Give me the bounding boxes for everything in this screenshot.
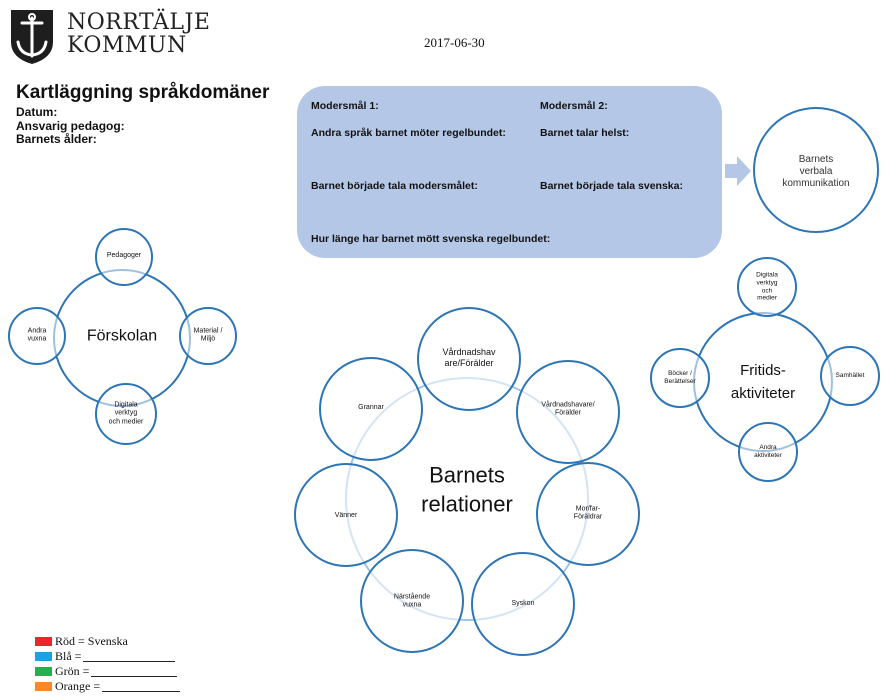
label-borjade-modersmal: Barnet började tala modersmålet: <box>311 180 478 192</box>
logo-line-1: NORRTÄLJE <box>67 10 211 35</box>
label-modersmal-2: Modersmål 2: <box>540 100 608 112</box>
legend-swatch-red <box>35 637 52 646</box>
relation-circle-7 <box>319 357 423 461</box>
legend-label-orange: Orange = <box>55 679 101 693</box>
legend-label-green: Grön = <box>55 664 90 678</box>
fritid-top-label: Digitala verktyg och medier <box>756 271 778 302</box>
logo-line-2: KOMMUN <box>67 33 187 58</box>
relation-label-3: Mor/far- Föräldrar <box>573 505 603 521</box>
form-fields: Datum: Ansvarig pedagog: Barnets ålder: <box>16 105 125 147</box>
relation-circle-4 <box>471 552 575 656</box>
legend-row-orange: Orange = <box>35 679 181 694</box>
color-legend: Röd = Svenska Blå = Grön = Orange = <box>35 634 181 694</box>
legend-swatch-orange <box>35 682 52 691</box>
verbal-communication-circle <box>753 107 879 233</box>
relation-circle-2 <box>516 360 620 464</box>
forskolan-right-circle <box>179 307 237 365</box>
legend-row-blue: Blå = <box>35 649 180 664</box>
relation-circle-6 <box>294 463 398 567</box>
field-datum: Datum: <box>16 105 58 119</box>
document-date: 2017-06-30 <box>424 35 485 50</box>
relation-label-2: Vårdnadshavare/ Förälder <box>541 401 595 417</box>
forskolan-bottom-circle <box>95 383 157 445</box>
field-ansvarig-pedagog: Ansvarig pedagog: <box>16 118 125 133</box>
relation-label-7: Grannar <box>358 403 384 411</box>
fritid-right-label: Samhället <box>835 372 865 380</box>
legend-row-green: Grön = <box>35 664 180 679</box>
fritid-left-circle <box>650 348 710 408</box>
label-hur-lange: Hur länge har barnet mött svenska regelb… <box>311 233 551 245</box>
forskolan-top-label: Pedagoger <box>106 251 142 259</box>
forskolan-top-circle <box>95 228 153 286</box>
legend-row-red: Röd = Svenska <box>35 634 180 649</box>
page-title: Kartläggning språkdomäner <box>16 82 270 103</box>
forskolan-right-label: Material / Miljö <box>193 327 223 343</box>
legend-label-red: Röd = Svenska <box>55 634 128 648</box>
relation-label-1: Vårdnadshav are/Förälder <box>442 347 496 368</box>
field-barnets-alder: Barnets ålder: <box>16 132 97 146</box>
verbal-communication-label: Barnets verbala kommunikation <box>782 154 850 189</box>
label-talar-helst: Barnet talar helst: <box>540 127 630 139</box>
fritid-bottom-circle <box>738 422 798 482</box>
fritid-center-label: Fritids- aktiviteter <box>730 361 796 402</box>
relation-circle-1 <box>417 307 521 411</box>
fritid-bottom-label: Andra aktiviteter <box>754 444 782 459</box>
logo-wordmark: NORRTÄLJE KOMMUN <box>67 11 210 57</box>
label-modersmal-1: Modersmål 1: <box>311 100 379 112</box>
norrtalje-anchor-logo <box>11 10 53 64</box>
legend-blank-blue[interactable] <box>83 651 176 662</box>
label-andra-sprak: Andra språk barnet möter regelbundet: <box>311 127 506 139</box>
forskolan-center-label: Förskolan <box>86 327 158 345</box>
legend-swatch-blue <box>35 652 52 661</box>
fritid-top-circle <box>737 257 797 317</box>
language-info-box: Modersmål 1: Modersmål 2: Andra språk ba… <box>297 86 722 258</box>
forskolan-left-label: Andra vuxna <box>27 327 47 343</box>
relation-label-4: Syskon <box>511 599 535 607</box>
relationer-center-label: Barnets relationer <box>421 462 513 516</box>
forskolan-left-circle <box>8 307 66 365</box>
forskolan-bottom-label: Digitala verktyg och medier <box>108 401 144 426</box>
label-borjade-svenska: Barnet började tala svenska: <box>540 180 683 192</box>
relation-circle-5 <box>360 549 464 653</box>
relation-label-5: Närstående vuxna <box>393 593 431 609</box>
legend-blank-green[interactable] <box>91 666 178 677</box>
legend-swatch-green <box>35 667 52 676</box>
arrow-right-icon <box>725 156 751 186</box>
fritid-right-circle <box>820 346 880 406</box>
relation-label-6: Vänner <box>334 511 358 519</box>
legend-label-blue: Blå = <box>55 649 82 663</box>
fritid-left-label: Böcker / Berättelser <box>664 370 696 385</box>
relation-circle-3 <box>536 462 640 566</box>
legend-blank-orange[interactable] <box>102 681 181 692</box>
